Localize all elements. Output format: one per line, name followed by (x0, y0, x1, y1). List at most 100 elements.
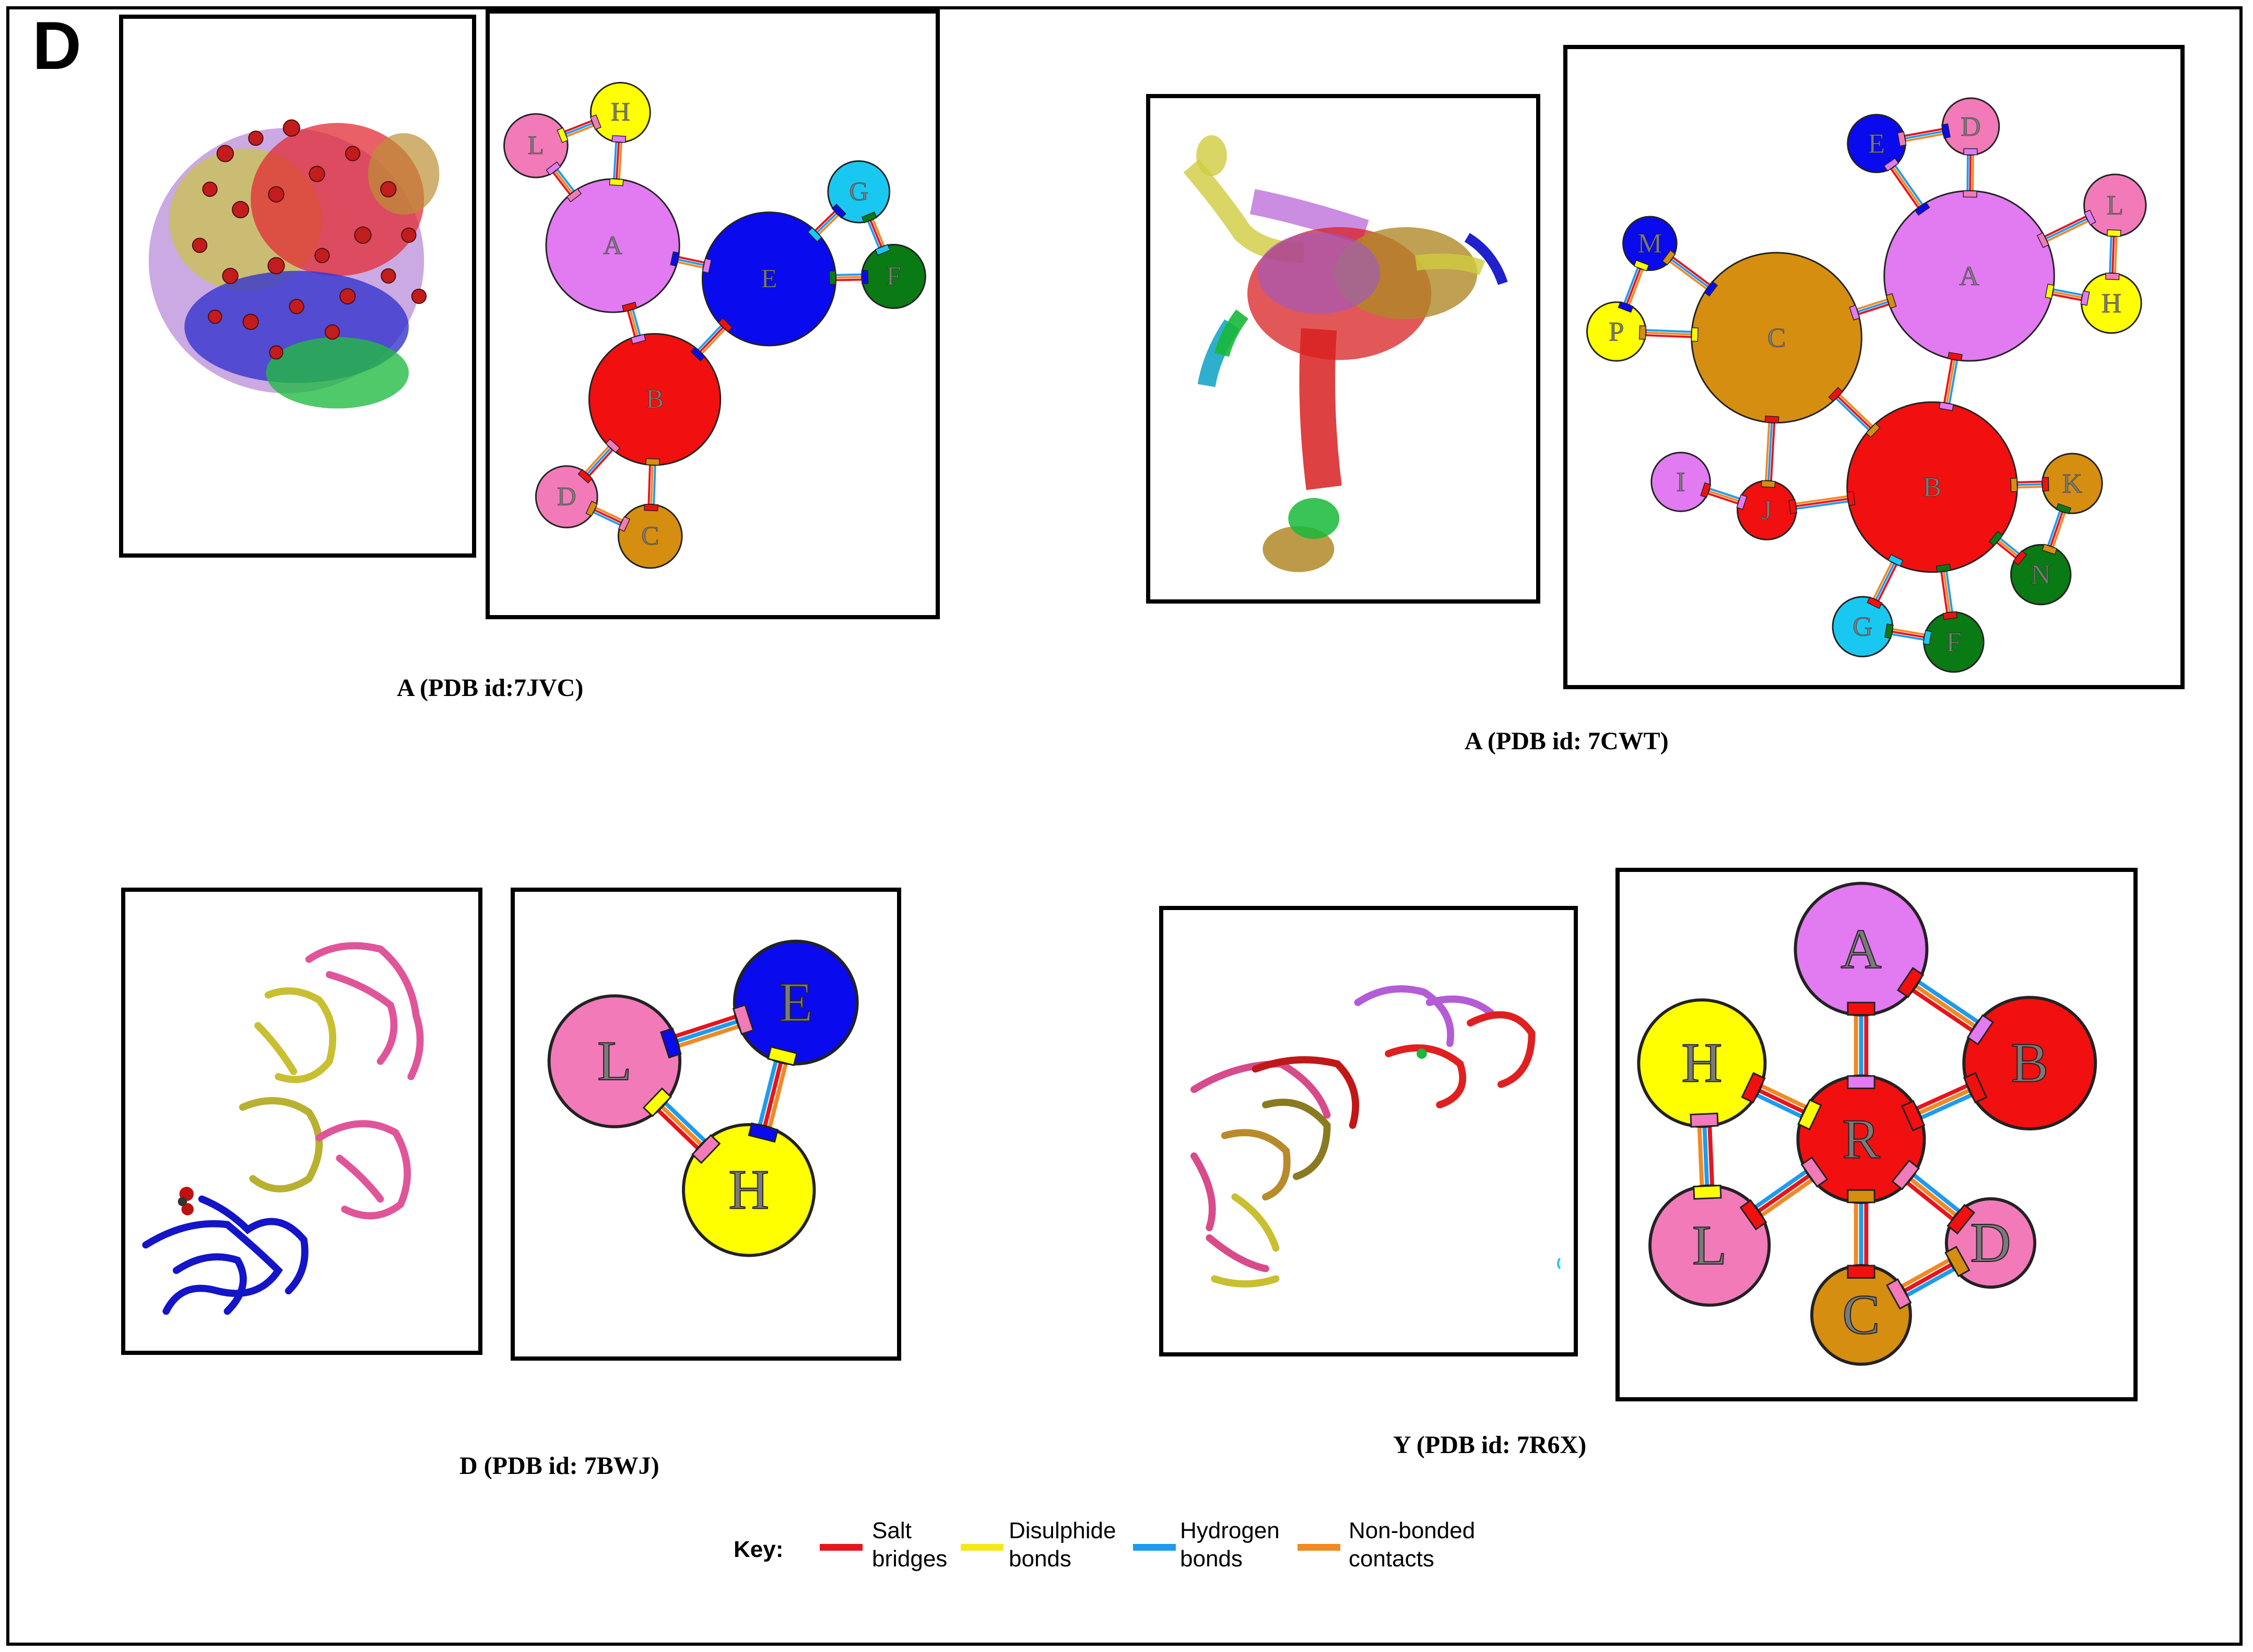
interface-marker (1849, 304, 1860, 321)
node-D: D (1944, 1197, 2037, 1289)
node-C: C (617, 503, 683, 569)
node-A: A (1883, 190, 2055, 362)
interface-marker (1891, 1159, 1920, 1190)
node-H: H (589, 81, 651, 143)
node-label: F (886, 262, 901, 291)
node-label: E (1868, 128, 1885, 159)
node-label: H (2102, 288, 2121, 318)
interface-marker (1618, 301, 1634, 313)
node-C: C (1691, 252, 1862, 424)
node-circle (2010, 544, 2072, 606)
node-G: G (1832, 596, 1894, 657)
interface-marker (831, 204, 846, 219)
panel-letter: D (32, 7, 81, 84)
interface-marker (861, 269, 869, 285)
legend-label: Salt (872, 1518, 912, 1543)
interface-marker (702, 258, 712, 274)
interface-marker (670, 251, 680, 267)
structure-image-7jvc (119, 15, 476, 558)
interface-marker (1963, 1072, 1988, 1104)
legend-swatch (820, 1544, 863, 1551)
node-G: G (827, 160, 891, 223)
caption-7cwt: A (PDB id: 7CWT) (1465, 727, 1669, 755)
node-label: B (2011, 1032, 2048, 1094)
node-label: M (1637, 228, 1662, 259)
interface-marker (589, 114, 601, 130)
node-H: H (1637, 998, 1767, 1128)
node-label: L (597, 1030, 632, 1092)
interface-marker (1885, 1278, 1912, 1310)
node-circle (1622, 216, 1678, 272)
interface-marker (1947, 351, 1963, 361)
interface-marker (1901, 1100, 1926, 1132)
structure-image-7bwj (121, 888, 482, 1355)
node-E: E (732, 939, 859, 1066)
interface-marker (1633, 259, 1649, 272)
node-R: R (1796, 1074, 1926, 1204)
node-F: F (1922, 611, 1985, 673)
interface-marker (1866, 422, 1881, 438)
node-label: D (1961, 111, 1980, 142)
interface-marker (1883, 158, 1900, 172)
node-circle (1944, 1197, 2037, 1289)
interface-marker (2083, 209, 2096, 226)
node-N: N (2010, 544, 2072, 606)
interface-marker (1690, 1112, 1719, 1128)
interface-marker (1764, 415, 1779, 423)
node-L: L (503, 113, 569, 179)
interface-marker (717, 317, 733, 333)
interface-marker (861, 211, 877, 223)
interface-marker (1896, 966, 1925, 998)
interface-marker (1867, 596, 1883, 609)
interface-marker (1691, 327, 1698, 342)
node-circle (1962, 996, 2097, 1131)
interface-marker (1885, 293, 1897, 309)
interface-marker (2042, 544, 2058, 555)
interface-marker (1704, 281, 1718, 297)
interface-marker (621, 301, 638, 312)
interface-marker (1828, 387, 1843, 402)
node-A: A (1794, 881, 1929, 1017)
node-label: L (1692, 1214, 1727, 1277)
node-L: L (547, 994, 682, 1128)
caption-7bwj: D (PDB id: 7BWJ) (459, 1452, 659, 1480)
interface-marker (1922, 630, 1932, 645)
interface-marker (618, 516, 631, 532)
interface-marker (1797, 1099, 1822, 1130)
node-circle (682, 1123, 816, 1257)
interface-marker (659, 1027, 682, 1059)
interface-marker (1888, 554, 1904, 567)
interface-marker (1847, 1001, 1875, 1016)
node-H: H (2080, 272, 2142, 334)
interface-marker (642, 1087, 672, 1117)
node-label: B (1923, 471, 1942, 502)
node-label: E (761, 264, 777, 293)
node-label: L (528, 131, 544, 160)
interface-marker (2056, 503, 2072, 515)
interface-marker (2036, 232, 2049, 249)
interface-marker (1736, 494, 1748, 510)
legend-label-2: bonds (1180, 1546, 1243, 1572)
legend-label: Disulphide (1009, 1518, 1116, 1543)
node-circle (503, 113, 569, 179)
interface-marker (2042, 477, 2049, 492)
node-circle (547, 994, 682, 1128)
legend-label: Hydrogen (1180, 1518, 1280, 1543)
interface-marker (546, 161, 561, 176)
interface-marker (1700, 482, 1712, 498)
interface-marker (1914, 202, 1930, 216)
node-label: H (611, 98, 630, 127)
node-M: M (1622, 216, 1678, 272)
interface-marker (630, 334, 646, 345)
node-label: C (641, 522, 659, 551)
interface-marker (1761, 480, 1776, 488)
node-label: A (603, 231, 622, 260)
node-label: R (1842, 1108, 1880, 1170)
node-label: L (2106, 190, 2124, 221)
interface-marker (1847, 1265, 1875, 1279)
node-circle (1650, 452, 1711, 512)
